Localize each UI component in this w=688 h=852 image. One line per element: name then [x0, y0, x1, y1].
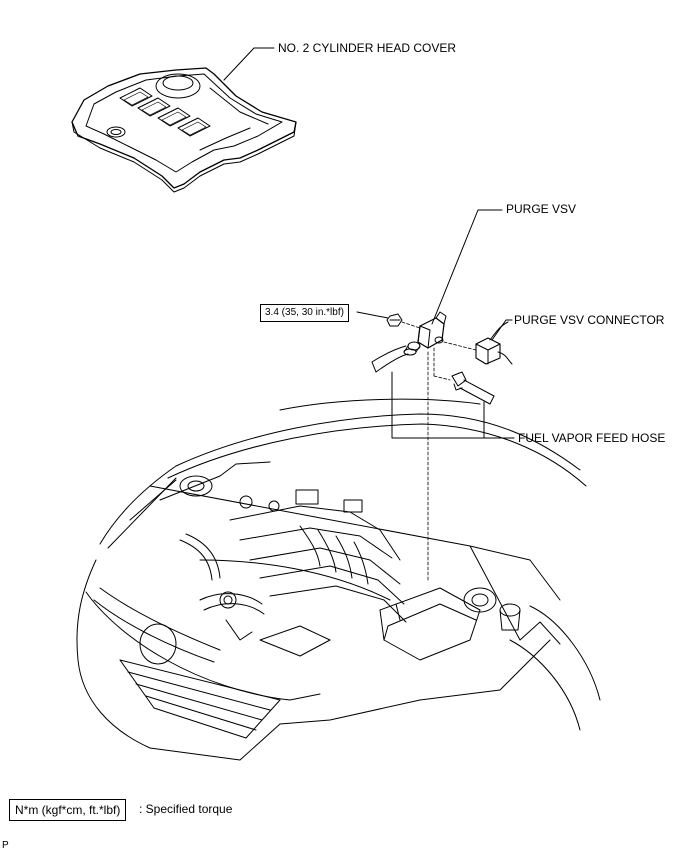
torque-spec-box: 3.4 (35, 30 in.*lbf) — [260, 304, 349, 322]
connector-leader — [491, 319, 513, 341]
legend-unit-box: N*m (kgf*cm, ft.*lbf) — [9, 799, 127, 821]
head-cover-leader — [223, 47, 275, 81]
corner-letter: P — [2, 840, 9, 851]
purge-vsv-connector-illustration — [475, 321, 513, 365]
head-cover-label: NO. 2 CYLINDER HEAD COVER — [278, 41, 457, 55]
bolt-illustration — [386, 313, 403, 327]
alignment-lines — [401, 321, 477, 581]
hose-bracket-leader — [391, 371, 485, 439]
torque-leader — [356, 311, 389, 319]
purge-vsv-illustration — [403, 311, 447, 356]
hose-clamp-illustration — [451, 371, 467, 391]
purge-vsv-connector-label: PURGE VSV CONNECTOR — [514, 313, 665, 327]
fuel-vapor-feed-hose-label: FUEL VAPOR FEED HOSE — [518, 431, 666, 445]
purge-vsv-label: PURGE VSV — [506, 202, 577, 216]
legend-description: : Specified torque — [139, 802, 233, 816]
vehicle-engine-bay-illustration — [76, 398, 601, 761]
fuel-vapor-hoses — [371, 345, 495, 405]
purge-vsv-leader — [431, 209, 503, 325]
cylinder-head-cover-illustration — [71, 67, 297, 193]
